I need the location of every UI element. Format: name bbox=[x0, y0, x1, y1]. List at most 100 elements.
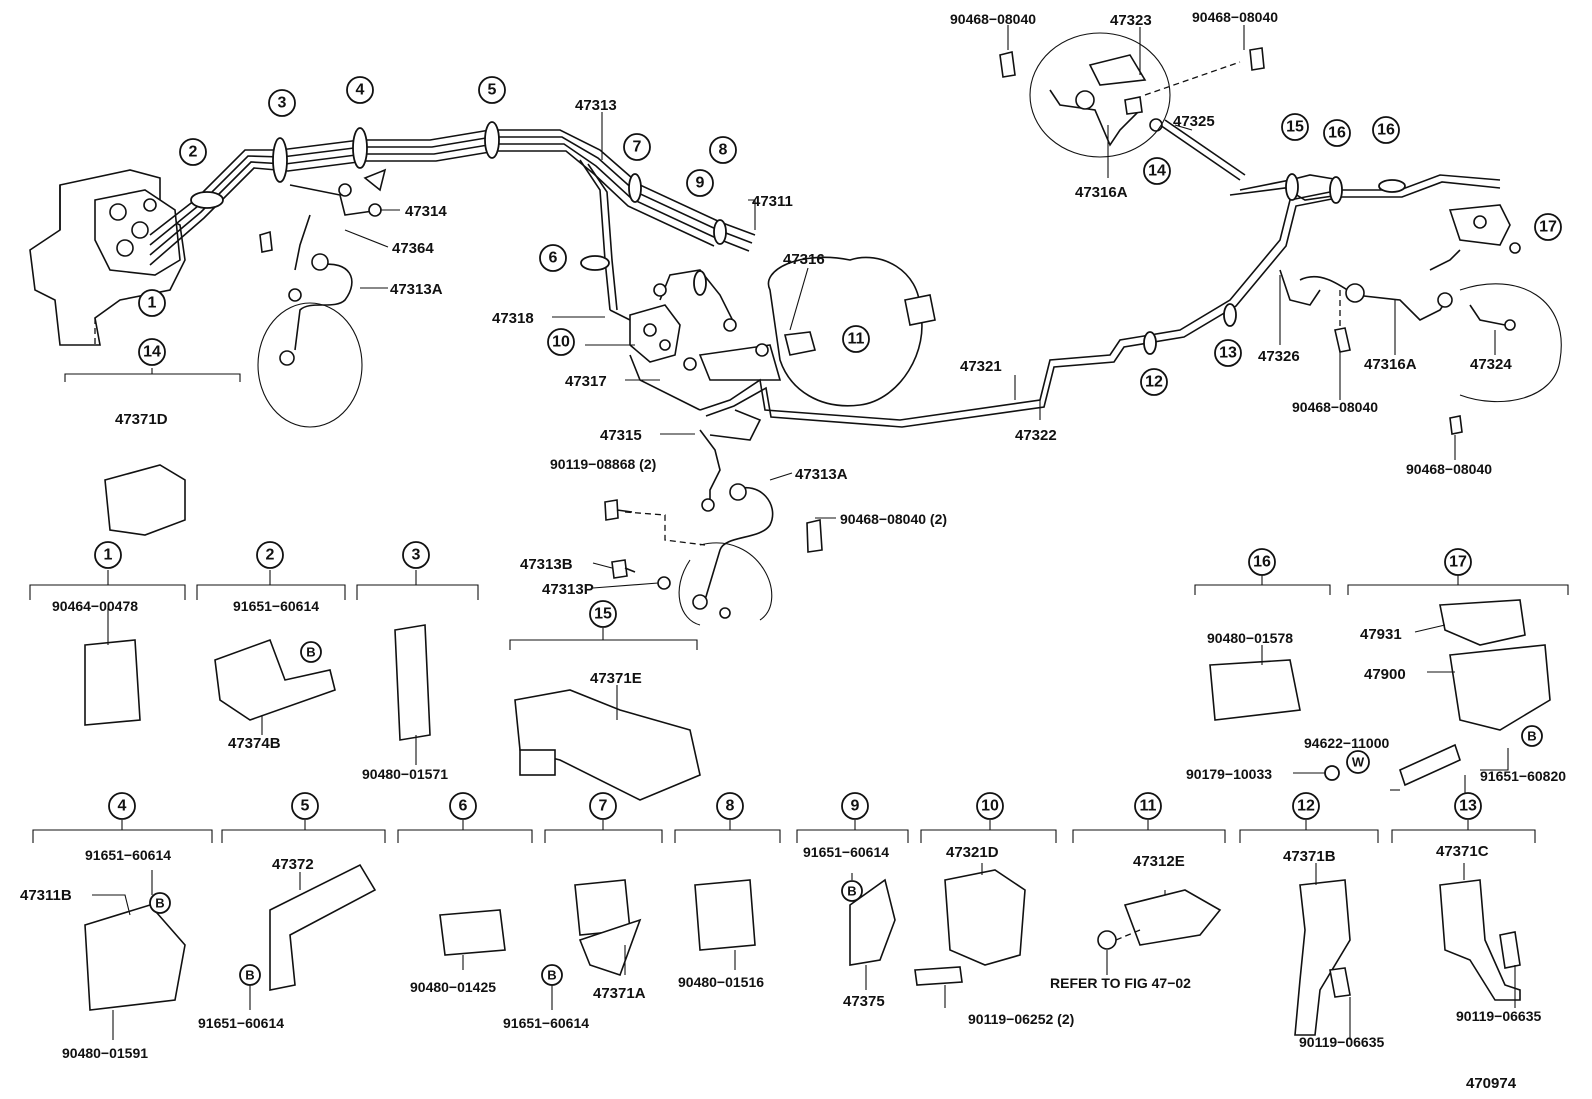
label-90468-08040-r1: 90468−08040 bbox=[1292, 399, 1378, 415]
label-47314: 47314 bbox=[405, 203, 447, 220]
part-90480-01516 bbox=[694, 879, 756, 951]
label-47364: 47364 bbox=[392, 240, 434, 257]
part-90464-00478 bbox=[84, 639, 141, 726]
svg-text:B: B bbox=[306, 645, 315, 660]
part-47371C bbox=[1439, 879, 1521, 1001]
part-47371B bbox=[1294, 879, 1351, 1036]
callout-1: 1 bbox=[138, 289, 166, 317]
svg-text:5: 5 bbox=[488, 82, 497, 99]
callout-12: 12 bbox=[1140, 368, 1168, 396]
svg-text:8: 8 bbox=[726, 798, 735, 815]
svg-text:12: 12 bbox=[1297, 798, 1315, 815]
marker-w-17: W bbox=[1346, 750, 1370, 774]
label-47931: 47931 bbox=[1360, 626, 1402, 643]
label-90468-08040-tr: 90468−08040 bbox=[1192, 9, 1278, 25]
callout-2: 2 bbox=[179, 138, 207, 166]
detail-callout-11: 11 bbox=[1134, 792, 1162, 820]
svg-text:5: 5 bbox=[301, 798, 310, 815]
label-90179-10033: 90179−10033 bbox=[1186, 766, 1272, 782]
label-47318: 47318 bbox=[492, 310, 534, 327]
detail-callout-9: 9 bbox=[841, 792, 869, 820]
part-90480-01425 bbox=[439, 909, 506, 956]
label-47375: 47375 bbox=[843, 993, 885, 1010]
label-47313P: 47313P bbox=[542, 581, 594, 598]
label-47326: 47326 bbox=[1258, 348, 1300, 365]
svg-text:15: 15 bbox=[1286, 119, 1304, 136]
label-90480-01578: 90480−01578 bbox=[1207, 630, 1293, 646]
callout-circles: 1 2 3 4 5 6 7 8 9 10 11 12 13 14 15 16 1… bbox=[94, 76, 1562, 986]
svg-text:11: 11 bbox=[848, 331, 865, 348]
label-90119-06635-d12: 90119−06635 bbox=[1299, 1034, 1384, 1050]
callout-15: 15 bbox=[1281, 113, 1309, 141]
callout-16b: 16 bbox=[1372, 116, 1400, 144]
label-47316A-top: 47316A bbox=[1075, 184, 1128, 201]
svg-text:4: 4 bbox=[356, 82, 365, 99]
callout-17: 17 bbox=[1534, 213, 1562, 241]
svg-text:8: 8 bbox=[719, 142, 728, 159]
master-cylinder-group bbox=[29, 169, 186, 346]
proportioning-valve-group bbox=[609, 269, 817, 411]
svg-text:3: 3 bbox=[278, 95, 287, 112]
detail-callout-17: 17 bbox=[1444, 548, 1472, 576]
part-47321D bbox=[944, 869, 1026, 966]
label-90119-08868: 90119−08868 (2) bbox=[550, 456, 656, 472]
label-90464-00478: 90464−00478 bbox=[52, 598, 138, 614]
part-91651-60614-2 bbox=[214, 638, 336, 721]
detail-callout-13: 13 bbox=[1454, 792, 1482, 820]
svg-text:2: 2 bbox=[266, 547, 275, 564]
label-47313A-top: 47313A bbox=[390, 281, 443, 298]
label-47900: 47900 bbox=[1364, 666, 1406, 683]
label-47371A: 47371A bbox=[593, 985, 646, 1002]
label-91651-60614-d2: 91651−60614 bbox=[233, 598, 319, 614]
label-91651-60614-d9: 91651−60614 bbox=[803, 844, 889, 860]
label-47371D: 47371D bbox=[115, 411, 168, 428]
svg-text:9: 9 bbox=[851, 798, 860, 815]
callout-11: 11 bbox=[842, 325, 870, 353]
detail-callout-16: 16 bbox=[1248, 548, 1276, 576]
svg-text:16: 16 bbox=[1328, 125, 1346, 142]
label-47313B: 47313B bbox=[520, 556, 573, 573]
svg-text:13: 13 bbox=[1219, 345, 1237, 362]
svg-text:B: B bbox=[245, 968, 254, 983]
label-47311B: 47311B bbox=[20, 887, 72, 904]
part-47375 bbox=[849, 878, 896, 966]
svg-text:9: 9 bbox=[696, 175, 705, 192]
label-47371B: 47371B bbox=[1283, 848, 1336, 865]
detail-callout-14: 14 bbox=[138, 338, 166, 366]
part-47372 bbox=[269, 863, 377, 991]
svg-text:7: 7 bbox=[599, 798, 608, 815]
svg-text:17: 17 bbox=[1539, 219, 1557, 236]
svg-text:B: B bbox=[547, 968, 556, 983]
label-47371C: 47371C bbox=[1436, 843, 1489, 860]
label-90480-01571: 90480−01571 bbox=[362, 766, 448, 782]
label-94622-11000: 94622−11000 bbox=[1304, 735, 1389, 751]
svg-text:B: B bbox=[1527, 729, 1536, 744]
svg-text:14: 14 bbox=[143, 344, 161, 361]
detail-callout-1: 1 bbox=[94, 541, 122, 569]
front-left-hose-group bbox=[257, 168, 387, 428]
svg-text:2: 2 bbox=[189, 144, 198, 161]
callout-3: 3 bbox=[268, 89, 296, 117]
callout-10: 10 bbox=[547, 328, 575, 356]
marker-b-17: B bbox=[1521, 725, 1543, 747]
svg-text:16: 16 bbox=[1377, 122, 1395, 139]
callout-16a: 16 bbox=[1323, 119, 1351, 147]
detail-callout-4: 4 bbox=[108, 792, 136, 820]
label-91651-60820: 91651−60820 bbox=[1480, 768, 1566, 784]
detail-brackets bbox=[29, 368, 1569, 843]
svg-text:16: 16 bbox=[1253, 554, 1271, 571]
svg-text:1: 1 bbox=[148, 295, 157, 312]
svg-text:15: 15 bbox=[594, 606, 612, 623]
label-47323: 47323 bbox=[1110, 12, 1152, 29]
part-47312E bbox=[1123, 889, 1222, 946]
svg-text:10: 10 bbox=[552, 334, 570, 351]
svg-text:1: 1 bbox=[104, 547, 113, 564]
label-47321: 47321 bbox=[960, 358, 1002, 375]
label-47313A-mid: 47313A bbox=[795, 466, 848, 483]
callout-7: 7 bbox=[623, 133, 651, 161]
detail-callout-8: 8 bbox=[716, 792, 744, 820]
detail-callout-10: 10 bbox=[976, 792, 1004, 820]
callout-8: 8 bbox=[709, 136, 737, 164]
svg-text:10: 10 bbox=[981, 798, 999, 815]
label-90119-06635-d13: 90119−06635 bbox=[1456, 1008, 1541, 1024]
